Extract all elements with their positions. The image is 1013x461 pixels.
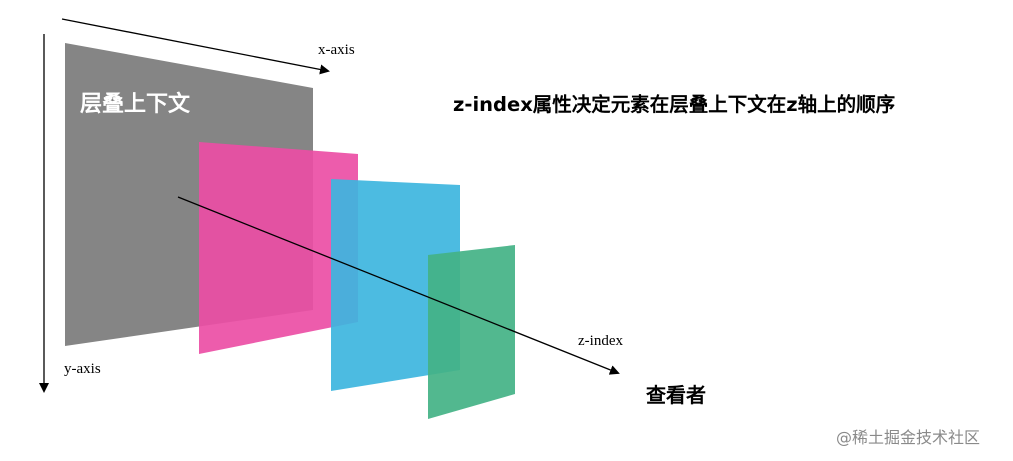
layer-green xyxy=(428,245,515,419)
stacking-context-label: 层叠上下文 xyxy=(80,91,191,117)
layer-blue xyxy=(331,179,460,391)
z-index-label: z-index xyxy=(578,333,623,349)
watermark-text: @稀土掘金技术社区 xyxy=(836,428,980,447)
viewer-label: 查看者 xyxy=(646,383,706,407)
description-label: z-index属性决定元素在层叠上下文在z轴上的顺序 xyxy=(453,93,896,116)
z-index-arrow xyxy=(177,196,620,375)
y-axis-label: y-axis xyxy=(64,361,101,377)
layer-pink xyxy=(199,142,358,354)
x-axis-label: x-axis xyxy=(318,42,355,58)
x-axis-arrow xyxy=(61,18,330,75)
